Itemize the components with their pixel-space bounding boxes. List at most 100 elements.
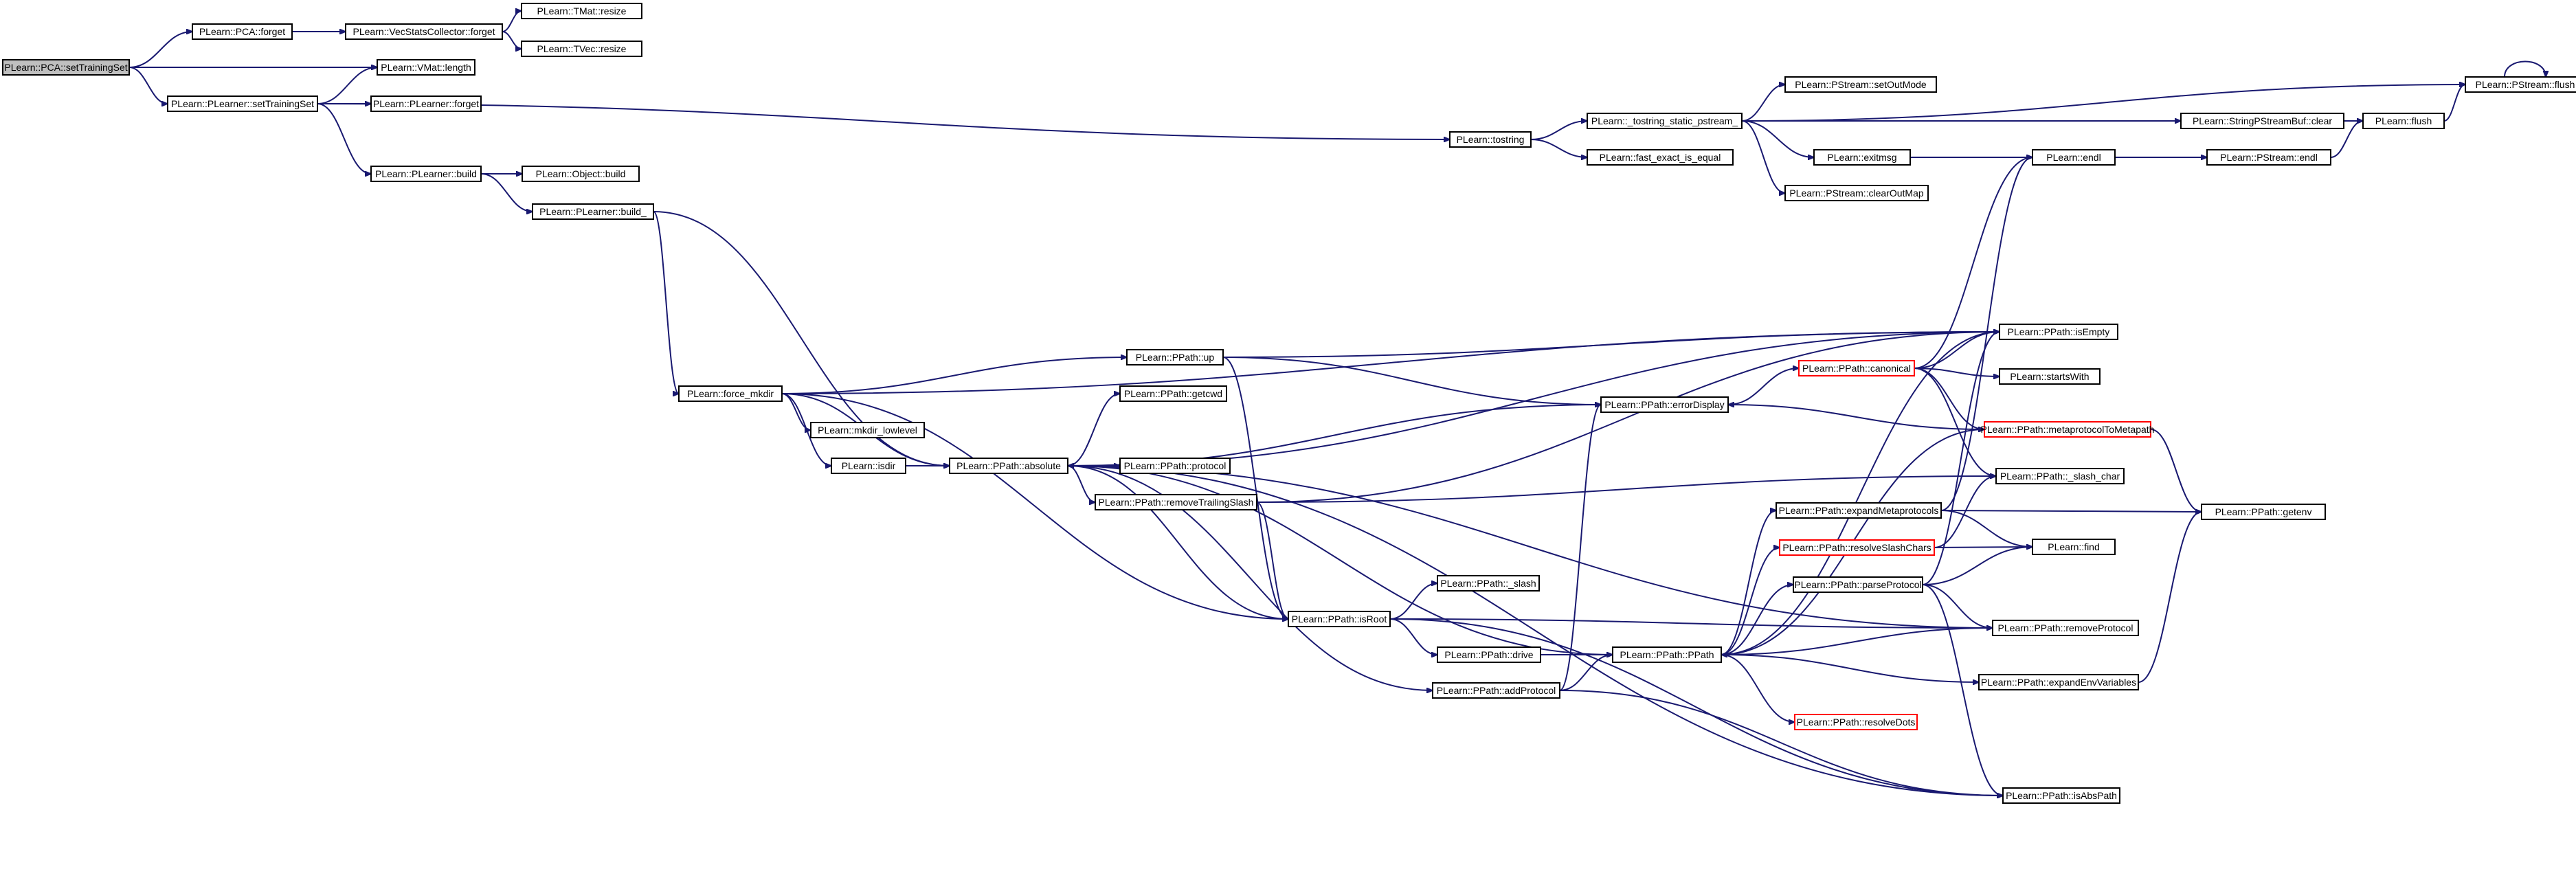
node-label: PLearn::PPath::expandEnvVariables xyxy=(1981,677,2136,688)
node-box xyxy=(2465,76,2576,93)
edge-tostring-to-tostring-static xyxy=(1530,121,1587,140)
node-vsc-forget[interactable]: PLearn::VecStatsCollector::forget xyxy=(345,23,503,40)
node-pca-settrainingset[interactable]: PLearn::PCA::setTrainingSet xyxy=(2,59,130,76)
node-label: PLearn::PPath::addProtocol xyxy=(1437,685,1556,696)
node-box xyxy=(2201,504,2326,520)
node-box xyxy=(521,3,642,19)
node-isdir[interactable]: PLearn::isdir xyxy=(831,458,906,474)
node-startswith[interactable]: PLearn::startsWith xyxy=(1999,368,2101,385)
node-slash[interactable]: PLearn::PPath::_slash xyxy=(1437,575,1540,592)
node-label: PLearn::_tostring_static_pstream_ xyxy=(1591,115,1738,126)
node-label: PLearn::PPath::_slash xyxy=(1440,578,1536,589)
node-pstream-flush[interactable]: PLearn::PStream::flush xyxy=(2465,76,2576,93)
node-expandenvvariables[interactable]: PLearn::PPath::expandEnvVariables xyxy=(1978,674,2139,690)
node-label: PLearn::PPath::errorDisplay xyxy=(1604,399,1724,410)
node-endl[interactable]: PLearn::endl xyxy=(2032,149,2116,166)
node-parseprotocol[interactable]: PLearn::PPath::parseProtocol xyxy=(1793,576,1923,593)
node-up[interactable]: PLearn::PPath::up xyxy=(1126,349,1224,365)
node-tostring-static[interactable]: PLearn::_tostring_static_pstream_ xyxy=(1587,113,1743,129)
node-resolveslashchars[interactable]: PLearn::PPath::resolveSlashChars xyxy=(1779,539,1935,556)
node-flush[interactable]: PLearn::flush xyxy=(2362,113,2445,129)
node-clearoutmap[interactable]: PLearn::PStream::clearOutMap xyxy=(1784,185,1929,201)
edge-up-to-errordisplay xyxy=(1222,357,1601,405)
node-tmat-resize[interactable]: PLearn::TMat::resize xyxy=(521,3,642,19)
node-label: PLearn::PPath::getcwd xyxy=(1124,388,1222,399)
node-label: PLearn::PPath::resolveDots xyxy=(1797,717,1916,728)
node-box xyxy=(167,95,318,112)
node-plearner-build-[interactable]: PLearn::PLearner::build_ xyxy=(532,203,654,220)
node-isabspath[interactable]: PLearn::PPath::isAbsPath xyxy=(2002,787,2120,804)
node-force-mkdir[interactable]: PLearn::force_mkdir xyxy=(678,385,783,402)
node-canonical[interactable]: PLearn::PPath::canonical xyxy=(1798,360,1915,376)
node-ppath[interactable]: PLearn::PPath::PPath xyxy=(1612,646,1722,663)
node-box xyxy=(1587,113,1743,129)
node-isroot[interactable]: PLearn::PPath::isRoot xyxy=(1288,611,1391,627)
node-label: PLearn::PPath::drive xyxy=(1444,649,1533,660)
edge-ppath-to-expandmetaprotocols xyxy=(1721,510,1776,655)
node-box xyxy=(1813,149,1911,166)
node-removetrailingslash[interactable]: PLearn::PPath::removeTrailingSlash xyxy=(1095,494,1257,510)
node-expandmetaprotocols[interactable]: PLearn::PPath::expandMetaprotocols xyxy=(1776,502,1942,519)
node-resolvedots[interactable]: PLearn::PPath::resolveDots xyxy=(1794,714,1918,730)
node-tostring[interactable]: PLearn::tostring xyxy=(1449,131,1532,148)
node-protocol[interactable]: PLearn::PPath::protocol xyxy=(1119,458,1231,474)
edge-tostring-static-to-exitmsg xyxy=(1741,120,1814,157)
node-box xyxy=(521,41,642,57)
edge-pstream-flush-to-pstream-flush xyxy=(2504,60,2546,78)
edge-addprotocol-to-ppath xyxy=(1559,655,1613,691)
node-box xyxy=(1126,349,1224,365)
node-setoutmode[interactable]: PLearn::PStream::setOutMode xyxy=(1784,76,1937,93)
node-box xyxy=(345,23,503,40)
node-exitmsg[interactable]: PLearn::exitmsg xyxy=(1813,149,1911,166)
node-label: PLearn::PStream::endl xyxy=(2220,152,2318,163)
node-pca-forget[interactable]: PLearn::PCA::forget xyxy=(192,23,293,40)
node-label: PLearn::find xyxy=(2048,541,2100,552)
node-object-build[interactable]: PLearn::Object::build xyxy=(522,166,640,182)
node-find[interactable]: PLearn::find xyxy=(2032,539,2116,555)
node-label: PLearn::PPath::parseProtocol xyxy=(1794,579,1921,590)
node-spsbuf-clear[interactable]: PLearn::StringPStreamBuf::clear xyxy=(2180,113,2344,129)
edge-addprotocol-to-errordisplay xyxy=(1559,405,1601,691)
node-label: PLearn::TVec::resize xyxy=(537,43,627,54)
node-drive[interactable]: PLearn::PPath::drive xyxy=(1437,646,1541,663)
node-removeprotocol[interactable]: PLearn::PPath::removeProtocol xyxy=(1992,620,2139,636)
node-isempty[interactable]: PLearn::PPath::isEmpty xyxy=(1999,324,2118,340)
node-errordisplay[interactable]: PLearn::PPath::errorDisplay xyxy=(1600,396,1729,413)
node-getcwd[interactable]: PLearn::PPath::getcwd xyxy=(1119,385,1227,402)
node-label: PLearn::PCA::setTrainingSet xyxy=(4,62,127,73)
edge-expandenvvariables-to-getenv xyxy=(2138,512,2202,683)
node-box xyxy=(1587,149,1734,166)
node-getenv[interactable]: PLearn::PPath::getenv xyxy=(2201,504,2326,520)
node-box xyxy=(1978,674,2139,690)
node-addprotocol[interactable]: PLearn::PPath::addProtocol xyxy=(1432,682,1560,699)
edge-pca-settrainingset-to-plearner-settrainingset xyxy=(128,67,168,104)
node-box xyxy=(810,422,925,438)
node-box xyxy=(1794,714,1918,730)
node-label: PLearn::startsWith xyxy=(2010,371,2089,382)
node-vmat-length[interactable]: PLearn::VMat::length xyxy=(377,59,475,76)
node-box xyxy=(377,59,475,76)
node-absolute[interactable]: PLearn::PPath::absolute xyxy=(949,458,1068,474)
edge-metaprotocoltometapath-to-errordisplay xyxy=(1728,405,1985,430)
node-label: PLearn::PPath::metaprotocolToMetapath xyxy=(1981,424,2155,435)
edge-absolute-to-addprotocol xyxy=(1067,465,1433,690)
node-label: PLearn::exitmsg xyxy=(1827,152,1896,163)
node-metaprotocoltometapath[interactable]: PLearn::PPath::metaprotocolToMetapath xyxy=(1981,421,2155,438)
node-mkdir-lowlevel[interactable]: PLearn::mkdir_lowlevel xyxy=(810,422,925,438)
edge-vsc-forget-to-tmat-resize xyxy=(502,11,522,32)
node-plearner-build[interactable]: PLearn::PLearner::build xyxy=(370,166,482,182)
node-box xyxy=(1999,324,2118,340)
node-box xyxy=(1437,575,1540,592)
edge-plearner-settrainingset-to-vmat-length xyxy=(317,67,377,104)
edge-pca-settrainingset-to-pca-forget xyxy=(128,32,192,68)
node-plearner-settrainingset[interactable]: PLearn::PLearner::setTrainingSet xyxy=(167,95,318,112)
node-box xyxy=(1432,682,1560,699)
node-fast-exact[interactable]: PLearn::fast_exact_is_equal xyxy=(1587,149,1734,166)
node-box xyxy=(370,95,482,112)
node-slash-char[interactable]: PLearn::PPath::_slash_char xyxy=(1995,468,2125,484)
node-pstream-endl[interactable]: PLearn::PStream::endl xyxy=(2206,149,2331,166)
node-tvec-resize[interactable]: PLearn::TVec::resize xyxy=(521,41,642,57)
node-box xyxy=(1784,185,1929,201)
node-plearner-forget[interactable]: PLearn::PLearner::forget xyxy=(370,95,482,112)
